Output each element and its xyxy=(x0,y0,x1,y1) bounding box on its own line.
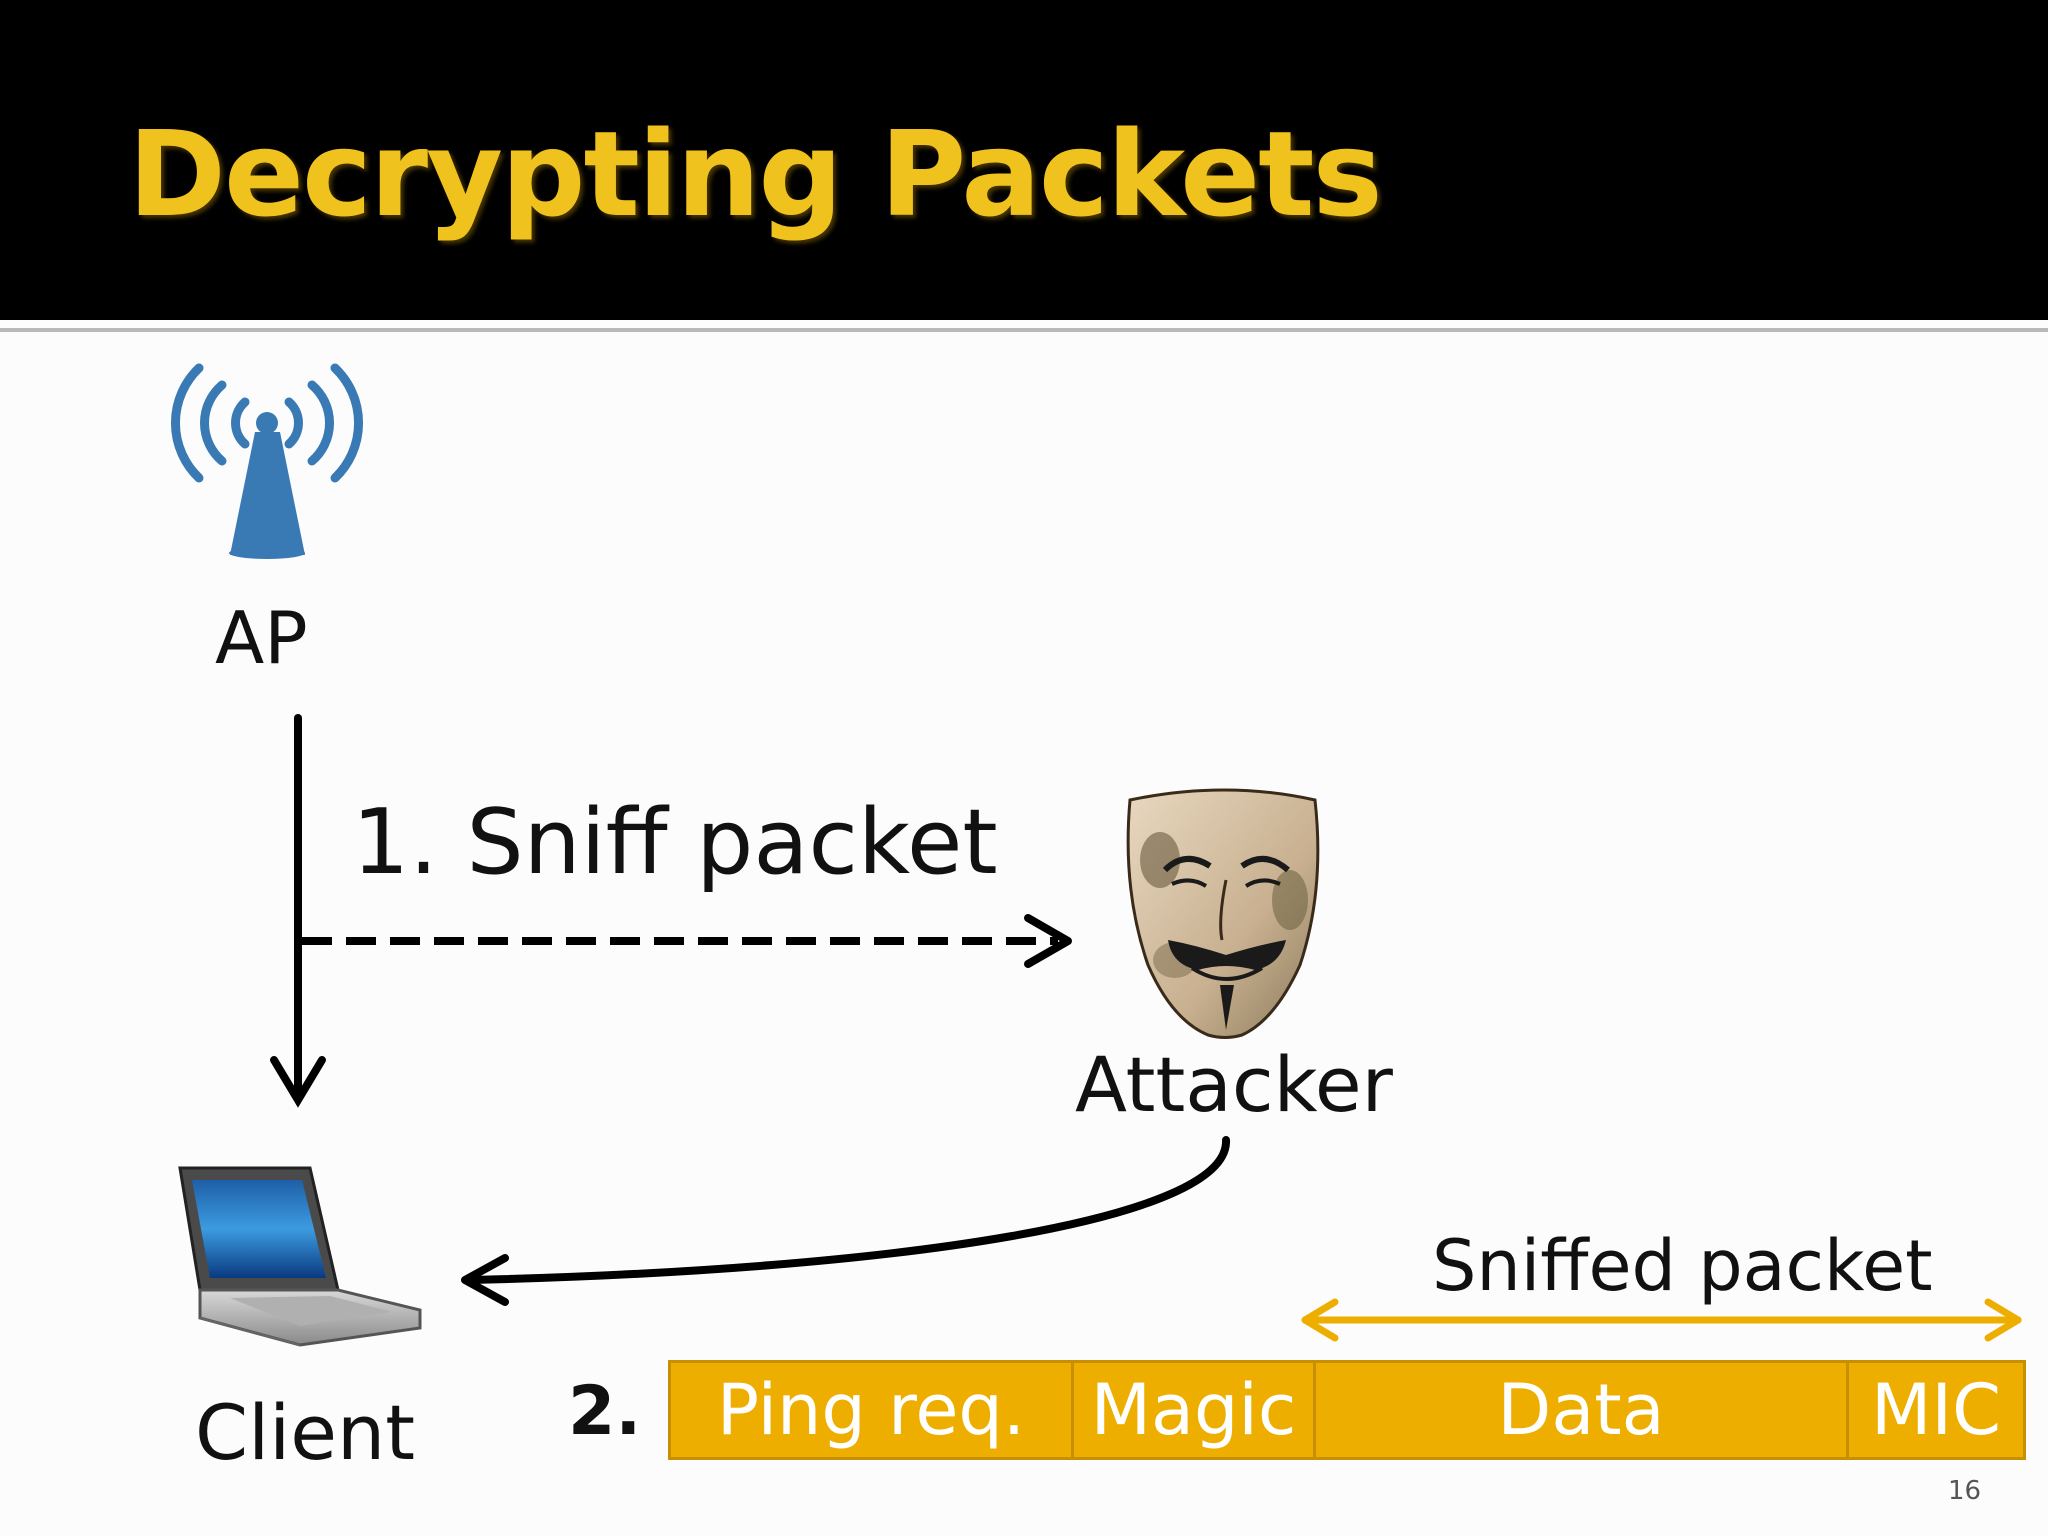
attacker-label: Attacker xyxy=(1075,1040,1393,1129)
step-2-label: 2. xyxy=(568,1372,642,1451)
title-divider xyxy=(0,328,2048,332)
sniff-step-label: 1. Sniff packet xyxy=(352,790,998,895)
sniffed-packet-span-arrow xyxy=(1301,1298,2022,1342)
wireless-ap-icon xyxy=(171,363,363,559)
slide-title: Decrypting Packets xyxy=(128,105,1383,243)
ap-to-client-arrow xyxy=(270,714,326,1108)
page-number: 16 xyxy=(1948,1476,1982,1506)
client-label: Client xyxy=(195,1388,416,1477)
attacker-to-client-arrow xyxy=(461,1136,1231,1306)
sniffed-packet-label: Sniffed packet xyxy=(1432,1225,1933,1307)
packet-field-mic: MIC xyxy=(1846,1360,2026,1460)
ap-label: AP xyxy=(215,596,308,680)
packet-field-ping-req: Ping req. xyxy=(668,1360,1074,1460)
laptop-icon xyxy=(178,1166,422,1347)
anonymous-mask-icon xyxy=(1126,788,1320,1039)
title-bar xyxy=(0,0,2048,320)
sniff-dashed-arrow xyxy=(302,914,1072,968)
packet-field-data: Data xyxy=(1313,1360,1849,1460)
packet-field-magic: Magic xyxy=(1071,1360,1316,1460)
